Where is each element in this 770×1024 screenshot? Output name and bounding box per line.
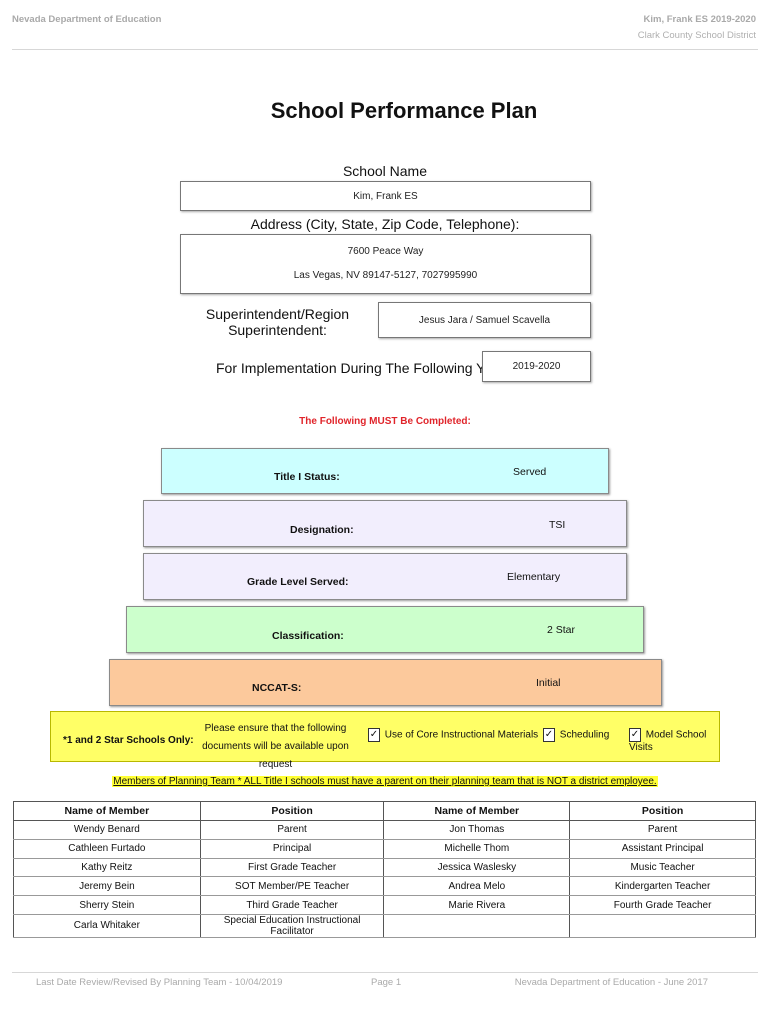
- member-position: Principal: [199, 838, 385, 859]
- member-name: Andrea Melo: [383, 876, 571, 897]
- school-name-field[interactable]: Kim, Frank ES: [180, 181, 591, 211]
- header-school-year: Kim, Frank ES 2019-2020: [643, 14, 756, 25]
- footer-publisher: Nevada Department of Education - June 20…: [514, 977, 708, 988]
- address-line1: 7600 Peace Way: [347, 246, 424, 257]
- member-position: Kindergarten Teacher: [569, 876, 756, 897]
- member-name: Marie Rivera: [383, 895, 571, 915]
- member-name: Sherry Stein: [13, 895, 201, 915]
- years-label: For Implementation During The Following …: [216, 360, 516, 376]
- member-name: Cathleen Furtado: [13, 838, 201, 859]
- star-schools-label: *1 and 2 Star Schools Only:: [63, 735, 194, 746]
- member-position: SOT Member/PE Teacher: [199, 876, 385, 897]
- core-materials-label: Use of Core Instructional Materials: [384, 729, 539, 741]
- title-i-status-value: Served: [513, 466, 547, 478]
- designation-label: Designation:: [290, 524, 354, 536]
- member-position: Assistant Principal: [569, 838, 756, 859]
- title-i-status-row[interactable]: Title I Status: Served: [161, 448, 609, 494]
- model-school-visits-item[interactable]: ✓ Model School Visits: [629, 728, 719, 753]
- member-name: Kathy Reitz: [13, 857, 201, 878]
- designation-row[interactable]: Designation: TSI: [143, 500, 627, 547]
- header-divider: [12, 49, 758, 50]
- table-row: Kathy Reitz First Grade Teacher Jessica …: [13, 857, 756, 878]
- member-name: Jon Thomas: [383, 820, 571, 840]
- header-district: Clark County School District: [637, 30, 756, 41]
- member-position: First Grade Teacher: [199, 857, 385, 878]
- member-position: [569, 913, 756, 938]
- member-position: Third Grade Teacher: [199, 895, 385, 915]
- member-name: Jessica Waslesky: [383, 857, 571, 878]
- members-note: Members of Planning Team * ALL Title I s…: [112, 776, 658, 787]
- page-title: School Performance Plan: [270, 98, 538, 123]
- member-position: Parent: [569, 820, 756, 840]
- model-school-visits-label: Model School Visits: [629, 729, 707, 753]
- member-name: Michelle Thom: [383, 838, 571, 859]
- member-position: Music Teacher: [569, 857, 756, 878]
- star-schools-row: *1 and 2 Star Schools Only: Please ensur…: [50, 711, 720, 770]
- classification-label: Classification:: [272, 630, 344, 642]
- school-name-value: Kim, Frank ES: [353, 190, 418, 202]
- years-value: 2019-2020: [512, 361, 561, 372]
- member-name: Carla Whitaker: [13, 913, 201, 938]
- planning-team-table: Name of Member Position Name of Member P…: [13, 801, 756, 938]
- column-header: Name of Member: [383, 801, 571, 821]
- grade-level-label: Grade Level Served:: [247, 576, 349, 588]
- grade-level-row[interactable]: Grade Level Served: Elementary: [143, 553, 627, 600]
- school-name-label: School Name: [342, 163, 428, 179]
- model-school-visits-checkbox[interactable]: ✓: [629, 728, 641, 742]
- designation-value: TSI: [549, 519, 566, 531]
- scheduling-checkbox[interactable]: ✓: [543, 728, 555, 742]
- column-header: Name of Member: [13, 801, 201, 821]
- classification-value: 2 Star: [547, 624, 576, 636]
- table-row: Wendy Benard Parent Jon Thomas Parent: [13, 820, 756, 840]
- address-label: Address (City, State, Zip Code, Telephon…: [250, 216, 520, 232]
- address-field[interactable]: 7600 Peace Way Las Vegas, NV 89147-5127,…: [180, 234, 591, 294]
- scheduling-item[interactable]: ✓ Scheduling: [543, 728, 609, 742]
- address-line2: Las Vegas, NV 89147-5127, 7027995990: [293, 270, 478, 281]
- footer-review-date: Last Date Review/Revised By Planning Tea…: [36, 977, 283, 988]
- column-header: Position: [199, 801, 385, 821]
- classification-row[interactable]: Classification: 2 Star: [126, 606, 644, 653]
- core-materials-checkbox[interactable]: ✓: [368, 728, 380, 742]
- table-row: Jeremy Bein SOT Member/PE Teacher Andrea…: [13, 876, 756, 897]
- nccat-value: Initial: [536, 677, 561, 689]
- member-position: Fourth Grade Teacher: [569, 895, 756, 915]
- superintendent-value: Jesus Jara / Samuel Scavella: [418, 314, 551, 326]
- title-i-status-label: Title I Status:: [274, 471, 340, 483]
- superintendent-label: Superintendent/Region Superintendent:: [205, 306, 350, 338]
- superintendent-field[interactable]: Jesus Jara / Samuel Scavella: [378, 302, 591, 338]
- member-position: Parent: [199, 820, 385, 840]
- member-name: [383, 913, 571, 938]
- footer-divider: [12, 972, 758, 973]
- nccat-row[interactable]: NCCAT-S: Initial: [109, 659, 662, 706]
- nccat-label: NCCAT-S:: [252, 682, 302, 694]
- column-header: Position: [569, 801, 756, 821]
- ensure-documents-note: Please ensure that the following documen…: [202, 723, 349, 770]
- table-row: Sherry Stein Third Grade Teacher Marie R…: [13, 895, 756, 915]
- member-position: Special Education Instructional Facilita…: [199, 913, 385, 938]
- member-name: Jeremy Bein: [13, 876, 201, 897]
- scheduling-label: Scheduling: [559, 729, 610, 741]
- header-agency: Nevada Department of Education: [12, 14, 162, 25]
- footer-page-number: Page 1: [371, 977, 402, 988]
- table-header-row: Name of Member Position Name of Member P…: [13, 801, 756, 821]
- must-complete-notice: The Following MUST Be Completed:: [299, 416, 471, 427]
- member-name: Wendy Benard: [13, 820, 201, 840]
- grade-level-value: Elementary: [507, 571, 561, 583]
- years-field[interactable]: 2019-2020: [482, 351, 591, 382]
- table-row: Cathleen Furtado Principal Michelle Thom…: [13, 838, 756, 859]
- table-row: Carla Whitaker Special Education Instruc…: [13, 913, 756, 938]
- core-materials-item[interactable]: ✓ Use of Core Instructional Materials: [368, 728, 538, 742]
